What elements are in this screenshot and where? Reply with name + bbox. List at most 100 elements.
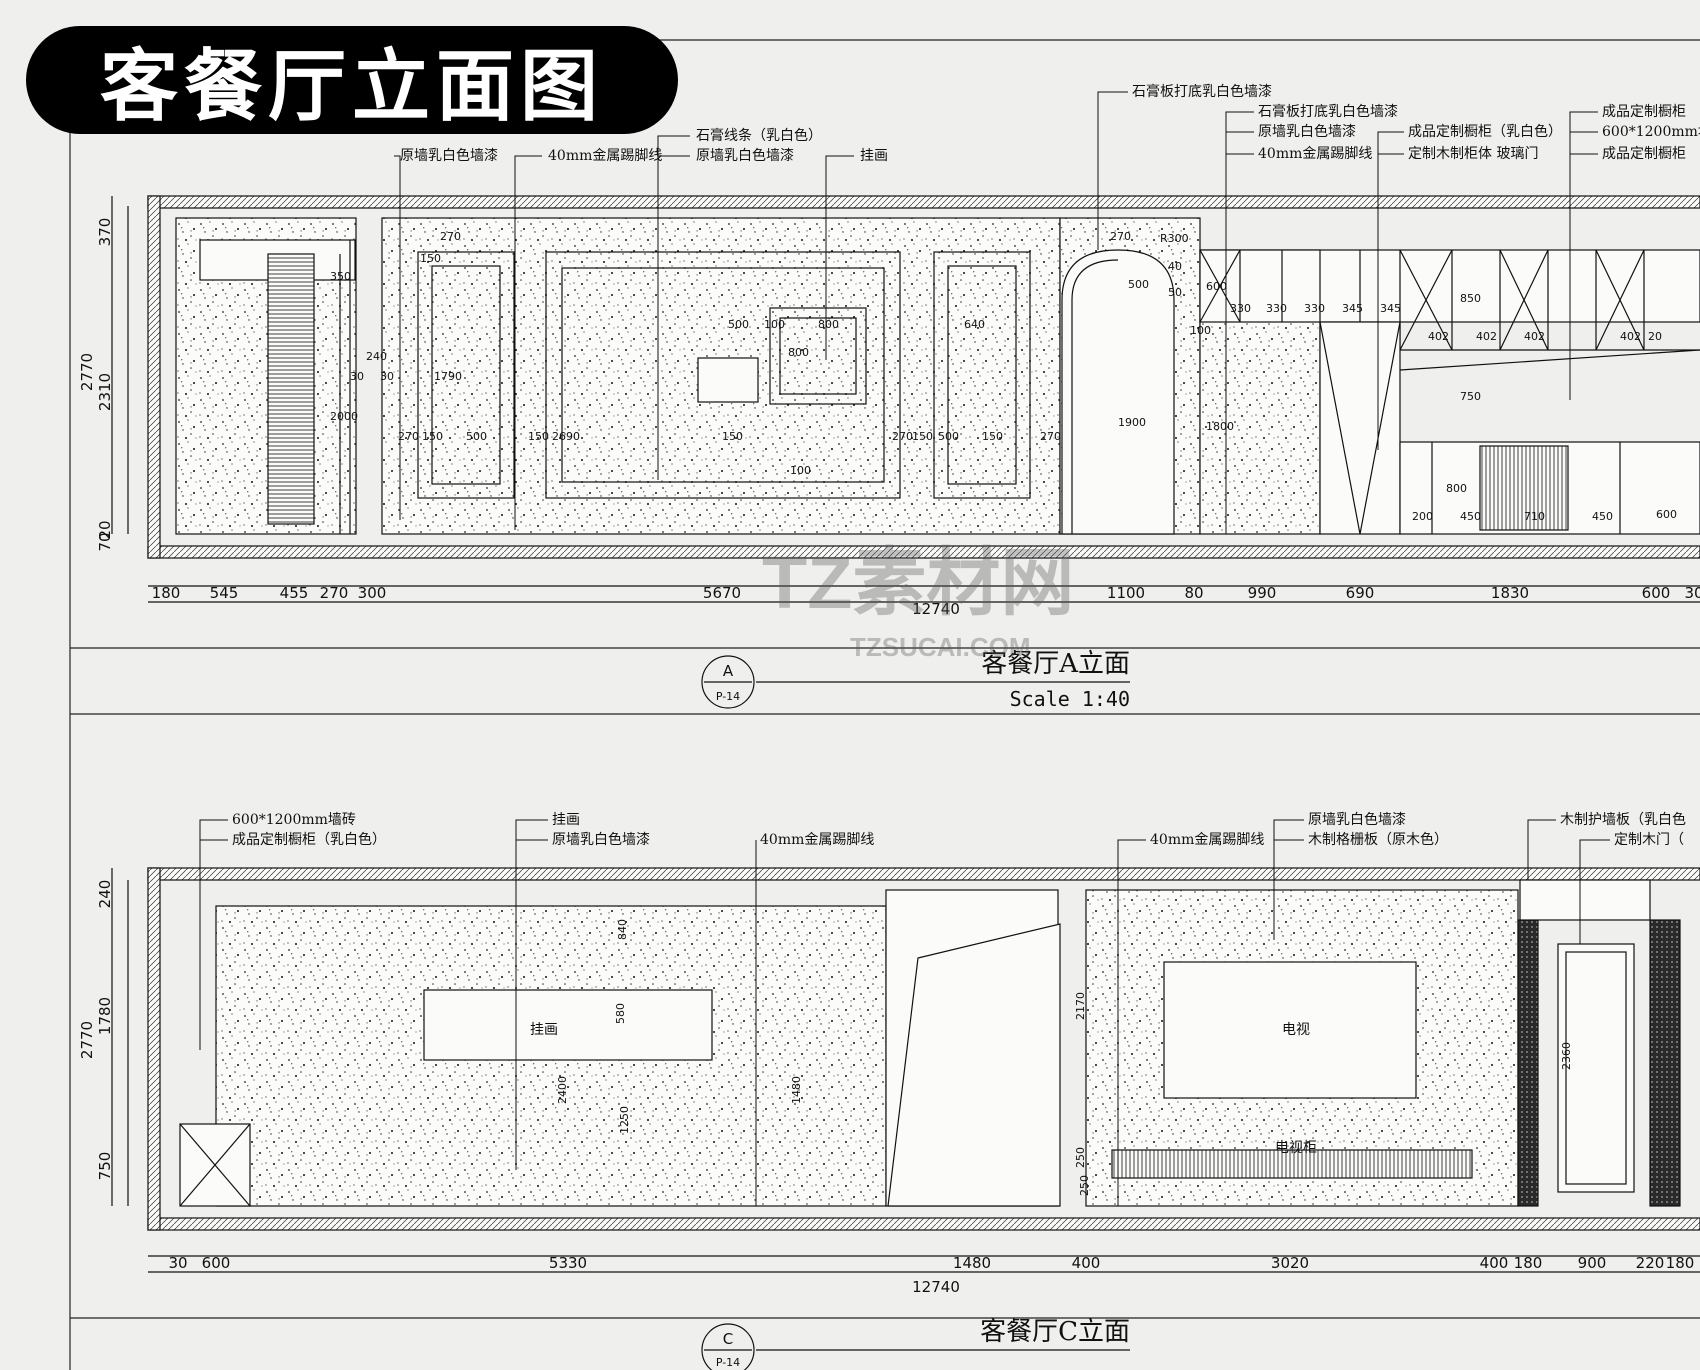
leader-line <box>1097 91 1128 250</box>
dim-a-inner: 350 <box>330 270 351 283</box>
callout-a: 原墙乳白色墙漆 <box>1258 123 1356 140</box>
elevation-a-scale: Scale 1:40 <box>1010 687 1130 711</box>
dim-c-inner: 1250 <box>618 1106 631 1134</box>
dim-a: 1830 <box>1491 584 1529 602</box>
dim-c: 30 <box>168 1254 187 1272</box>
dim-c-inner: 580 <box>614 1003 627 1024</box>
callout-a: 石膏板打底乳白色墙漆 <box>1132 83 1272 100</box>
dim-a-inner: 150 <box>912 430 933 443</box>
dim-c-inner: 2170 <box>1074 992 1087 1020</box>
dim-a-inner: 100 <box>764 318 785 331</box>
callout-a: 石膏线条（乳白色） <box>696 127 822 144</box>
dim-a-inner: 150 <box>420 252 441 265</box>
callout-c: 定制木门（ <box>1614 832 1684 848</box>
dim-a-inner: 240 <box>366 350 387 363</box>
dim-a-left: 70 <box>96 532 114 551</box>
dim-a-inner: 500 <box>938 430 959 443</box>
dim-c: 600 <box>202 1254 231 1272</box>
dim-a-inner: 500 <box>728 318 749 331</box>
watermark-brand: TZ素材网 <box>762 541 1074 624</box>
dim-c: 400 <box>1480 1254 1509 1272</box>
dim-a: 30 <box>1684 584 1700 602</box>
banner: 客餐厅立面图 <box>26 26 678 134</box>
dim-c: 400 <box>1072 1254 1101 1272</box>
leader-line <box>1273 839 1304 940</box>
dim-a-inner: 100 <box>1190 324 1211 337</box>
dim-c: 180 <box>1514 1254 1543 1272</box>
dim-a-inner: 800 <box>818 318 839 331</box>
leader-line <box>1569 111 1598 260</box>
dim-a: 270 <box>320 584 349 602</box>
dim-a-inner: 150 <box>422 430 443 443</box>
marker-c-letter: C <box>723 1330 733 1348</box>
callout-a: 成品定制橱柜 <box>1602 104 1686 120</box>
leader-line <box>514 155 542 530</box>
dim-a: 690 <box>1346 584 1375 602</box>
dim-a: 80 <box>1184 584 1203 602</box>
dim-a-inner: 600 <box>1656 508 1677 521</box>
dim-a-left: 2770 <box>78 353 96 391</box>
elevation-c <box>111 867 1700 1370</box>
dim-a-inner: 1900 <box>1118 416 1146 429</box>
callout-a: 成品定制橱柜（乳白色） <box>1408 123 1562 140</box>
leader-line <box>825 155 854 360</box>
dim-a-left: 2310 <box>96 373 114 411</box>
leader-line <box>1225 153 1254 534</box>
dim-c-left: 1780 <box>96 997 114 1035</box>
dim-a-inner: 1800 <box>1206 420 1234 433</box>
dim-a-inner: 150 <box>722 430 743 443</box>
leader-line <box>1579 839 1610 944</box>
leader-line <box>657 155 690 480</box>
dim-a: 300 <box>358 584 387 602</box>
leader-line <box>1569 153 1598 400</box>
leader-line <box>1527 819 1556 880</box>
label-tv-cabinet: 电视柜 <box>1275 1140 1317 1156</box>
elevation-c-title: 客餐厅C立面 <box>980 1317 1130 1347</box>
marker-a-sheet: P-14 <box>716 690 740 703</box>
dim-a-inner: 402 <box>1476 330 1497 343</box>
callout-a: 石膏板打底乳白色墙漆 <box>1258 103 1398 120</box>
dim-a-inner: 30 <box>350 370 364 383</box>
callout-c: 木制护墙板（乳白色 <box>1560 811 1686 828</box>
dim-a: 545 <box>210 584 239 602</box>
dim-a-inner: 345 <box>1380 302 1401 315</box>
dim-c-total: 12740 <box>912 1278 960 1296</box>
callout-c: 40mm金属踢脚线 <box>1150 832 1264 848</box>
dim-a-inner: 40 <box>1168 260 1182 273</box>
callout-a: 原墙乳白色墙漆 <box>696 147 794 164</box>
dim-a-inner: 600 <box>1206 280 1227 293</box>
dim-a-inner: 270 <box>440 230 461 243</box>
dim-c-left: 240 <box>96 880 114 909</box>
dim-a-inner: 500 <box>466 430 487 443</box>
dim-c: 900 <box>1578 1254 1607 1272</box>
dim-a-inner: 450 <box>1460 510 1481 523</box>
dim-a-inner: 50 <box>1168 286 1182 299</box>
elevation-a <box>111 195 1700 709</box>
dim-a-inner: 500 <box>1128 278 1149 291</box>
marker-c-sheet: P-14 <box>716 1356 740 1369</box>
leader-line <box>1377 153 1404 450</box>
callout-c: 600*1200mm墙砖 <box>232 812 356 828</box>
dim-a-inner: 270 <box>1110 230 1131 243</box>
dim-a: 455 <box>280 584 309 602</box>
dim-a: 600 <box>1642 584 1671 602</box>
dim-a: 1100 <box>1107 584 1145 602</box>
dim-a-inner: 850 <box>1460 292 1481 305</box>
dim-a-left: 370 <box>96 218 114 247</box>
dim-a-inner: 2690 <box>552 430 580 443</box>
callout-c: 原墙乳白色墙漆 <box>552 831 650 848</box>
dim-c-inner: 250 <box>1078 1175 1091 1196</box>
label-tv: 电视 <box>1282 1022 1310 1038</box>
dim-a-inner: 800 <box>788 346 809 359</box>
dim-a-inner: 710 <box>1524 510 1545 523</box>
dim-a-inner: 270 <box>398 430 419 443</box>
dim-c-left: 750 <box>96 1152 114 1181</box>
dim-a-inner: 402 <box>1620 330 1641 343</box>
marker-a-letter: A <box>723 662 734 680</box>
callout-c: 成品定制橱柜（乳白色） <box>232 831 386 848</box>
leader-line <box>199 839 228 1050</box>
dim-c: 1480 <box>953 1254 991 1272</box>
dim-a-inner: 330 <box>1266 302 1287 315</box>
